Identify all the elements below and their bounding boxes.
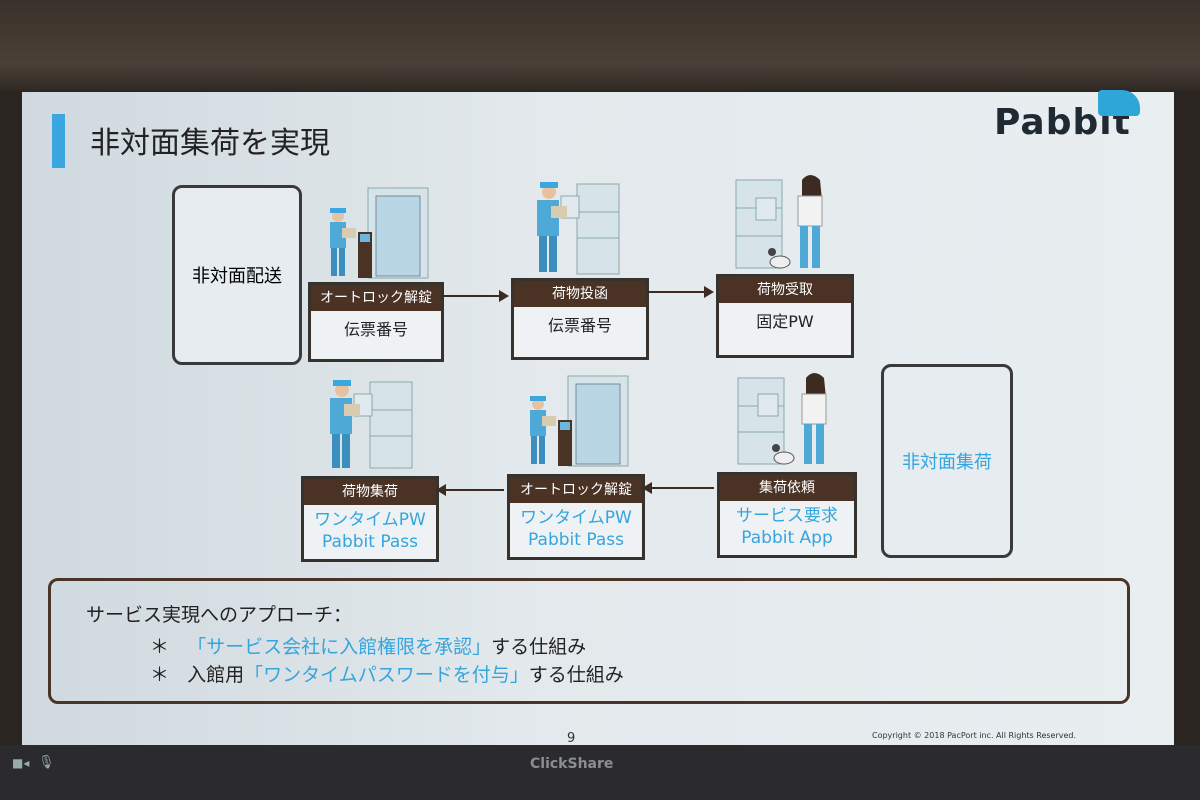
step-header: 荷物投函 [514,281,646,307]
resident-requesting-illustration [737,373,827,465]
arrow-right-1 [441,290,509,302]
bullet-icon: ＊ [150,636,170,658]
step-header: オートロック解錠 [311,285,441,311]
arrow-left-2 [642,482,714,494]
step-header: オートロック解錠 [510,477,642,503]
microphone-icon[interactable]: 🎙 [38,755,55,770]
approach-item-1: ＊ 「サービス会社に入館権限を承認」する仕組み [150,632,586,659]
pickup-flow-frame: 非対面集荷 [881,364,1013,558]
delivery-step-drop-package: 荷物投函 伝票番号 [511,278,649,360]
step-body: ワンタイムPW Pabbit Pass [510,503,642,551]
page-number: 9 [567,731,576,746]
step-body: サービス要求 Pabbit App [720,501,854,549]
slide-title: 非対面集荷を実現 [90,126,330,161]
step-header: 荷物受取 [719,277,851,303]
deliverer-at-autolock-illustration [330,187,429,279]
step-body: 伝票番号 [343,320,408,339]
pabbit-logo-mark [1098,90,1140,116]
delivery-flow-frame: 非対面配送 [172,185,302,365]
pickup-step-request: 集荷依頼 サービス要求 Pabbit App [717,472,857,558]
step-body-line-1: サービス要求 [736,506,838,526]
approach-item-highlight: 「ワンタイムパスワードを付与」 [244,664,529,686]
copyright-notice: Copyright © 2018 PacPort inc. All Rights… [872,731,1077,740]
step-header: 集荷依頼 [720,475,854,501]
resident-receiving-illustration [735,175,823,269]
pickup-at-lockers-illustration [330,380,413,469]
title-accent-bar [52,114,65,168]
camera-icon[interactable]: ■◂ [12,756,30,770]
step-body-line-2: Pabbit Pass [528,530,624,550]
pickup-step-autolock: オートロック解錠 ワンタイムPW Pabbit Pass [507,474,645,560]
approach-item-suffix: する仕組み [528,664,624,686]
approach-item-highlight: 「サービス会社に入館権限を承認」 [187,636,492,658]
bullet-icon: ＊ [150,664,170,686]
approach-item-2: ＊ 入館用「ワンタイムパスワードを付与」する仕組み [150,660,624,687]
presenter-bar [0,745,1200,800]
pickup-step-collect-package: 荷物集荷 ワンタイムPW Pabbit Pass [301,476,439,562]
arrow-right-2 [646,286,714,298]
pickup-at-autolock-illustration [530,375,629,467]
step-header: 荷物集荷 [304,479,436,505]
approach-heading: サービス実現へのアプローチ： [86,604,353,626]
approach-item-suffix: する仕組み [491,636,587,658]
deliverer-at-lockers-illustration [537,182,620,275]
step-body-line-2: Pabbit Pass [322,532,418,552]
step-body: 固定PW [756,312,814,331]
step-body: ワンタイムPW Pabbit Pass [304,505,436,553]
delivery-step-autolock: オートロック解錠 伝票番号 [308,282,444,362]
delivery-flow-label: 非対面配送 [192,266,282,287]
delivery-step-receive-package: 荷物受取 固定PW [716,274,854,358]
approach-box [48,578,1130,704]
arrow-left-1 [436,484,504,496]
pickup-flow-label: 非対面集荷 [902,452,992,473]
room-ceiling [0,0,1200,92]
step-body-line-1: ワンタイムPW [314,510,426,530]
step-body-line-1: ワンタイムPW [520,508,632,528]
approach-item-prefix: 入館用 [187,664,245,686]
step-body: 伝票番号 [547,316,612,335]
step-body-line-2: Pabbit App [741,528,833,548]
clickshare-label: ClickShare [530,756,614,772]
